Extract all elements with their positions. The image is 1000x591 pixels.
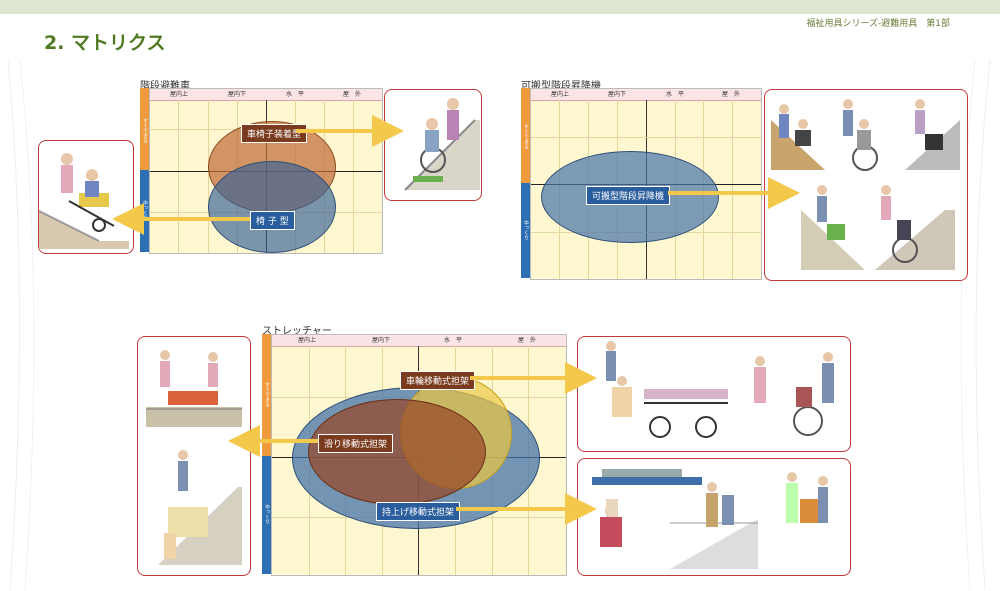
photo-box-lifting [577,458,851,576]
matrix-title-stretcher: ストレッチャー [262,326,332,337]
matrix3-row-bar: すぐできる ゆっくり [262,334,271,574]
series-label: 福祉用具シリーズ-避難用具 第1部 [806,19,950,29]
label-lifting-stretcher: 持上げ移動式担架 [376,502,461,521]
stair-wheelchair-illustration [404,98,480,191]
photo-box-chair-stair [38,140,134,254]
photo-box-portable-lift [764,89,968,281]
page-title: 2. マトリクス [44,32,166,54]
sliding-stretcher-illustrations [146,350,242,565]
column-label: 水 平 [444,337,463,344]
column-label: 屋 外 [518,337,537,344]
column-label: 屋内下 [608,91,627,98]
photo-box-wheeled [577,336,851,452]
column-label: 屋内上 [298,337,317,344]
label-portable-lift: 可搬型階段昇降機 [586,186,671,205]
photo-box-wheelchair-stair [384,89,482,201]
label-sliding-stretcher: 滑り移動式担架 [318,434,394,453]
row-label: すぐできる [142,117,148,143]
chair-stair-illustration [38,153,129,249]
matrix-title-portable-lift: 可搬型階段昇降機 [521,81,601,92]
column-label: 屋 外 [722,91,741,98]
portable-lift-illustrations [771,99,960,270]
column-label: 屋内下 [228,91,247,98]
label-wheeled-stretcher: 車輪移動式担架 [400,371,476,390]
label-chair-type: 椅 子 型 [250,211,295,230]
ellipse-chair-type [208,161,336,253]
column-label: 屋内下 [372,337,391,344]
lifting-stretcher-illustrations [592,469,828,569]
row-label: すぐできる [523,123,529,149]
row-label: すぐできる [264,381,270,407]
column-label: 水 平 [286,91,305,98]
row-label: ゆっくり [523,220,529,240]
matrix2-grid: 屋内上 屋内下 水 平 屋 外 [530,88,762,280]
matrix-title-stair-chair: 階段避難車 [140,81,190,92]
wheeled-stretcher-illustrations [606,341,834,438]
column-header: 屋内上 屋内下 水 平 屋 外 [272,335,566,347]
row-label: ゆっくり [264,504,270,524]
matrix2-row-bar: すぐできる ゆっくり [521,88,530,278]
matrix1-row-bar: すぐできる ゆっくり [140,88,149,252]
label-wheelchair-type: 車椅子装着型 [241,124,308,143]
column-label: 屋内上 [170,91,189,98]
column-label: 屋 外 [343,91,362,98]
column-label: 屋内上 [551,91,570,98]
top-band [0,0,1000,14]
column-label: 水 平 [666,91,685,98]
row-label: ゆっくり [142,200,148,220]
